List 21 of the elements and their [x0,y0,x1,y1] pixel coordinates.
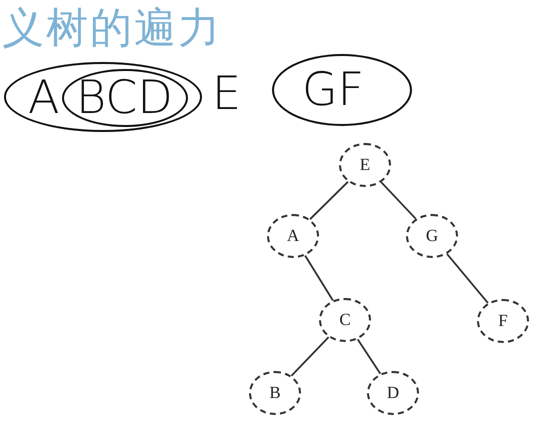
handwritten-letters: GF [302,64,364,114]
hand-drawn-ellipse [62,69,188,127]
node-letter: G [426,226,438,246]
tree-edge-line [446,253,489,304]
node-letter: D [386,383,400,403]
hand-drawn-ellipse [4,62,202,132]
handwritten-letters: BCD [76,72,173,122]
tree-edge-line [304,255,334,301]
tree-edge-line [380,182,416,220]
tree-edge-line [290,336,330,377]
title: 义树的遍力 [2,2,222,54]
tree-edge-line [356,338,382,374]
node-letter: B [269,383,281,403]
node-letter: A [286,226,300,246]
node-letter: E [360,155,370,175]
handwritten-letters: A [28,72,60,122]
node-letter: C [339,310,351,330]
handwritten-letter: E [212,68,242,118]
tree-edge-line [309,181,349,220]
hand-drawn-ellipse [272,54,412,126]
node-letter: F [498,311,508,331]
